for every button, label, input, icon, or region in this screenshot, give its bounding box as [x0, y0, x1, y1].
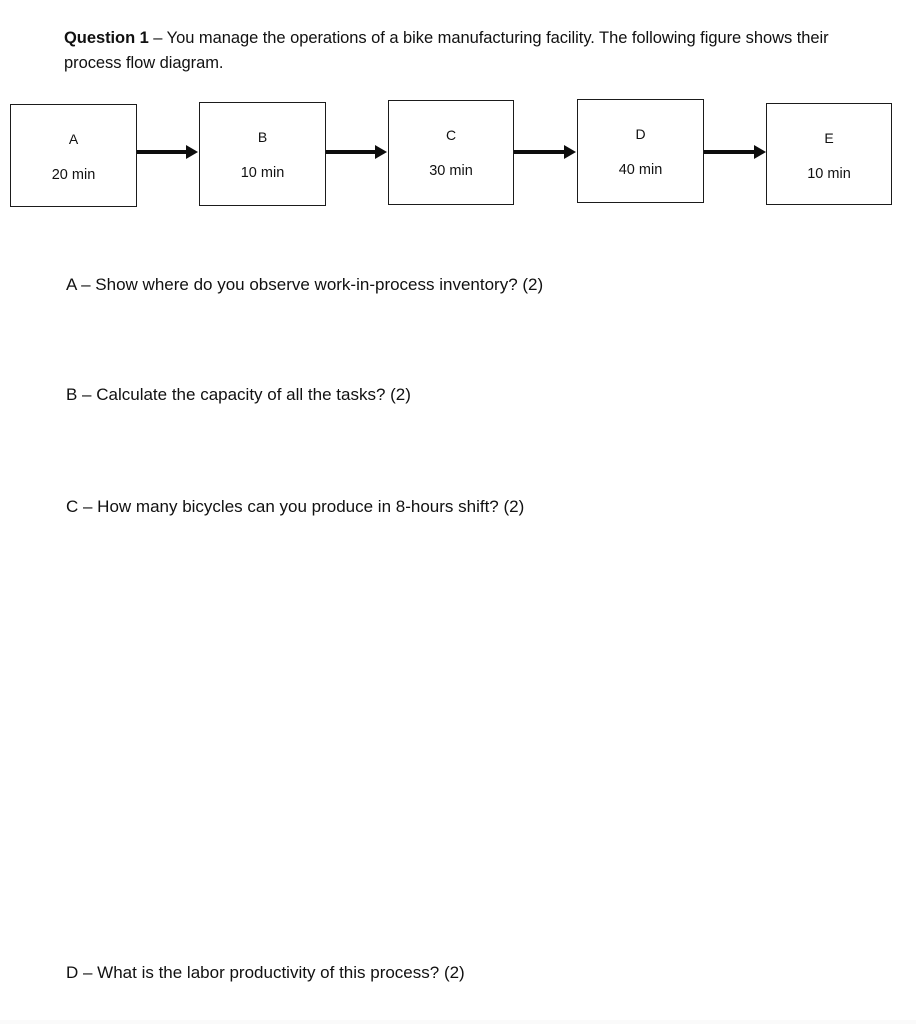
process-box-a-name: A [68, 131, 79, 147]
process-box-a-time: 20 min [51, 167, 96, 183]
subquestion-a: A – Show where do you observe work-in-pr… [66, 275, 544, 294]
arrow-c-to-d [514, 145, 576, 159]
question-intro-text: You manage the operations of a bike manu… [64, 29, 829, 72]
process-box-d-name: D [635, 126, 646, 142]
process-box-c-name: C [445, 127, 457, 143]
process-box-b-name: B [257, 129, 268, 145]
question-intro-paragraph: Question 1 – You manage the operations o… [64, 26, 834, 76]
process-box-b-time: 10 min [240, 165, 285, 181]
question-dash: – [148, 29, 167, 47]
subquestion-d: D – What is the labor productivity of th… [66, 963, 465, 982]
process-box-e-name: E [824, 130, 834, 146]
process-box-d: D 40 min [577, 99, 704, 203]
question-number-label: Question 1 [64, 29, 149, 47]
process-box-d-time: 40 min [618, 162, 663, 178]
subquestion-c: C – How many bicycles can you produce in… [66, 497, 525, 516]
process-box-a: A 20 min [10, 104, 137, 207]
process-box-c-time: 30 min [429, 163, 473, 179]
process-box-c: C 30 min [388, 100, 514, 205]
process-box-b: B 10 min [199, 102, 326, 206]
process-box-e-time: 10 min [807, 166, 851, 182]
process-box-e: E 10 min [766, 103, 892, 205]
subquestion-b: B – Calculate the capacity of all the ta… [66, 385, 411, 404]
arrow-d-to-e [704, 145, 766, 159]
arrow-b-to-c [326, 145, 387, 159]
arrow-a-to-b [137, 145, 198, 159]
page-bottom-band [0, 1020, 916, 1024]
